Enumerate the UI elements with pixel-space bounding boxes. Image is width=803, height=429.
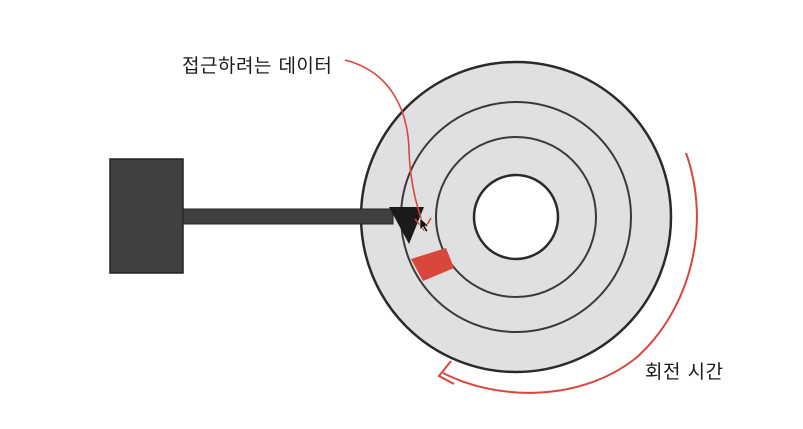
- target-sector: [411, 248, 454, 281]
- target-pointer-arrow: [344, 59, 425, 228]
- cursor-icon: [419, 217, 430, 233]
- target-data-label: 접근하려는 데이터: [182, 55, 333, 77]
- read-write-head: [389, 207, 424, 244]
- rotation-arrowhead: [437, 360, 455, 385]
- target-pointer-arrowhead: [414, 217, 432, 232]
- spindle-hole: [472, 173, 560, 261]
- actuator-body: [109, 158, 184, 274]
- rotation-arrow: [442, 152, 698, 394]
- rotation-time-label: 회전 시간: [645, 361, 724, 383]
- actuator-arm: [182, 208, 394, 225]
- middle-track: [435, 136, 597, 298]
